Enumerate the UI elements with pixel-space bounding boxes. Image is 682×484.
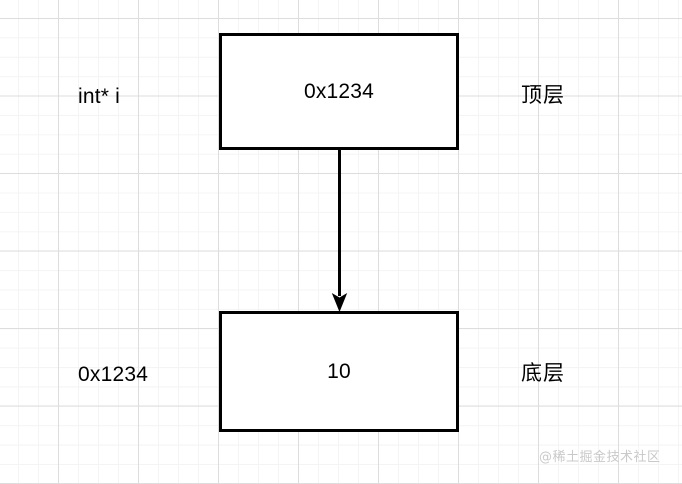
pointer-variable-value: 0x1234 <box>303 80 375 103</box>
variable-declaration-label: int* i <box>78 85 121 108</box>
watermark: @稀土掘金技术社区 <box>539 450 661 465</box>
pointer-variable-box[interactable]: 0x1234 <box>219 33 459 150</box>
memory-address-label: 0x1234 <box>78 363 149 386</box>
lower-layer-label: 底层 <box>521 361 565 385</box>
pointer-arrow <box>330 148 350 314</box>
upper-layer-label: 顶层 <box>521 83 565 107</box>
value-text: 10 <box>327 360 351 383</box>
pointer-arrow-icon <box>331 148 348 312</box>
value-box[interactable]: 10 <box>219 311 459 432</box>
